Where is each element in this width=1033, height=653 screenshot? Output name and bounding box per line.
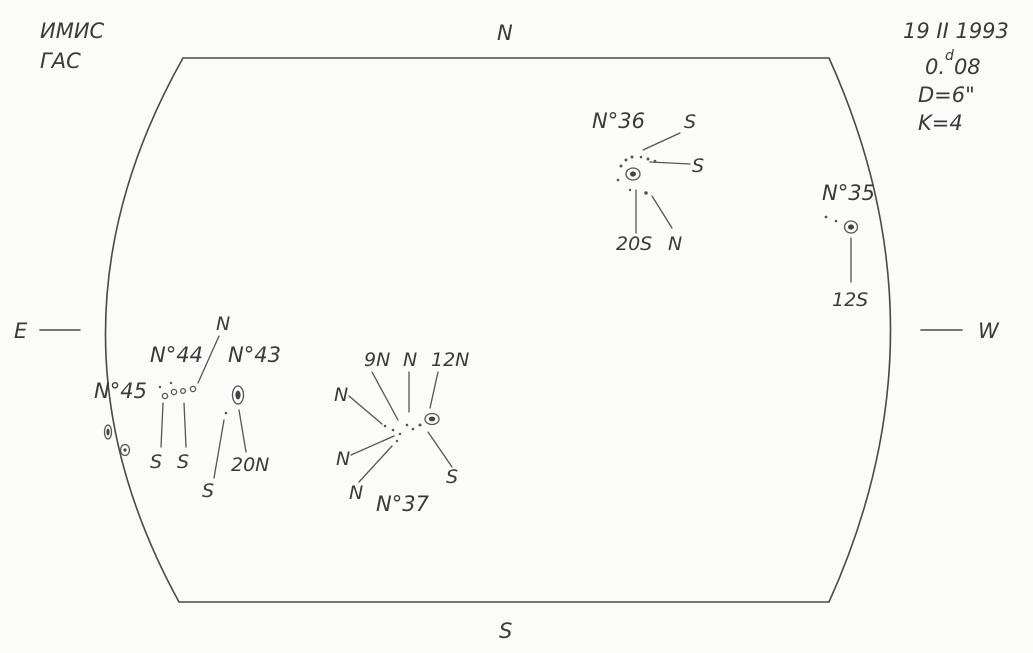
group-37-polarity-5: N — [336, 448, 350, 470]
group-45-label: N°45 — [94, 379, 147, 403]
group-36-label: N°36 — [592, 109, 645, 133]
group-35-polarity-1: 12S — [832, 289, 868, 311]
group-45-spot-1 — [103, 424, 113, 440]
solar-disk-outline — [104, 57, 892, 603]
group-35-umbra — [848, 224, 854, 230]
group-37-penumbra — [424, 412, 440, 426]
group-43-polarity-1: S — [202, 480, 214, 502]
group-37-polarity-3: 12N — [431, 349, 469, 371]
group-37: N°37 9N N 12N N N N S — [334, 349, 469, 516]
group-44: N°44 S S N — [150, 313, 230, 473]
group-43: N°43 S 20N — [202, 343, 281, 502]
group-44-polarity-2: S — [177, 451, 189, 473]
group-36-penumbra — [625, 167, 641, 181]
group-43-penumbra — [231, 385, 245, 405]
group-45: N°45 — [94, 379, 147, 457]
group-43-umbra — [235, 390, 241, 400]
group-43-polarity-2: 20N — [231, 454, 269, 476]
institute-line1: ИМИС — [40, 19, 105, 43]
coefficient-k: K=4 — [918, 111, 963, 135]
group-37-polarity-2: N — [403, 349, 417, 371]
group-37-polarity-1: 9N — [364, 349, 390, 371]
group-43-label: N°43 — [228, 343, 281, 367]
group-36-umbra — [630, 171, 636, 177]
group-35-label: N°35 — [822, 181, 875, 205]
group-36-polarity-1: S — [684, 111, 696, 133]
observation-date: 19 II 1993 — [903, 19, 1009, 43]
compass-north: N — [497, 21, 513, 45]
group-36-polarity-2: S — [692, 155, 704, 177]
observation-time: 0.d08 — [925, 48, 981, 79]
compass-west: W — [978, 319, 1000, 343]
group-37-polarity-7: S — [446, 466, 458, 488]
group-36-polarity-3: 20S — [616, 233, 652, 255]
group-35-penumbra — [843, 220, 859, 234]
group-44-polarity-1: S — [150, 451, 162, 473]
group-36: N°36 S S 20S N — [592, 109, 704, 255]
group-45-spot-2 — [119, 443, 131, 457]
group-37-polarity-4: N — [334, 384, 348, 406]
group-37-polarity-6: N — [349, 482, 363, 504]
group-37-umbra — [428, 416, 436, 422]
compass-south: S — [499, 619, 512, 643]
institute-line2: ГАС — [40, 49, 81, 73]
group-35: N°35 12S — [822, 181, 875, 311]
disk-diameter: D=6" — [918, 83, 975, 107]
group-44-polarity-3: N — [216, 313, 230, 335]
compass-east: E — [14, 319, 28, 343]
group-44-label: N°44 — [150, 343, 203, 367]
group-36-polarity-4: N — [668, 233, 682, 255]
group-37-label: N°37 — [376, 492, 430, 516]
